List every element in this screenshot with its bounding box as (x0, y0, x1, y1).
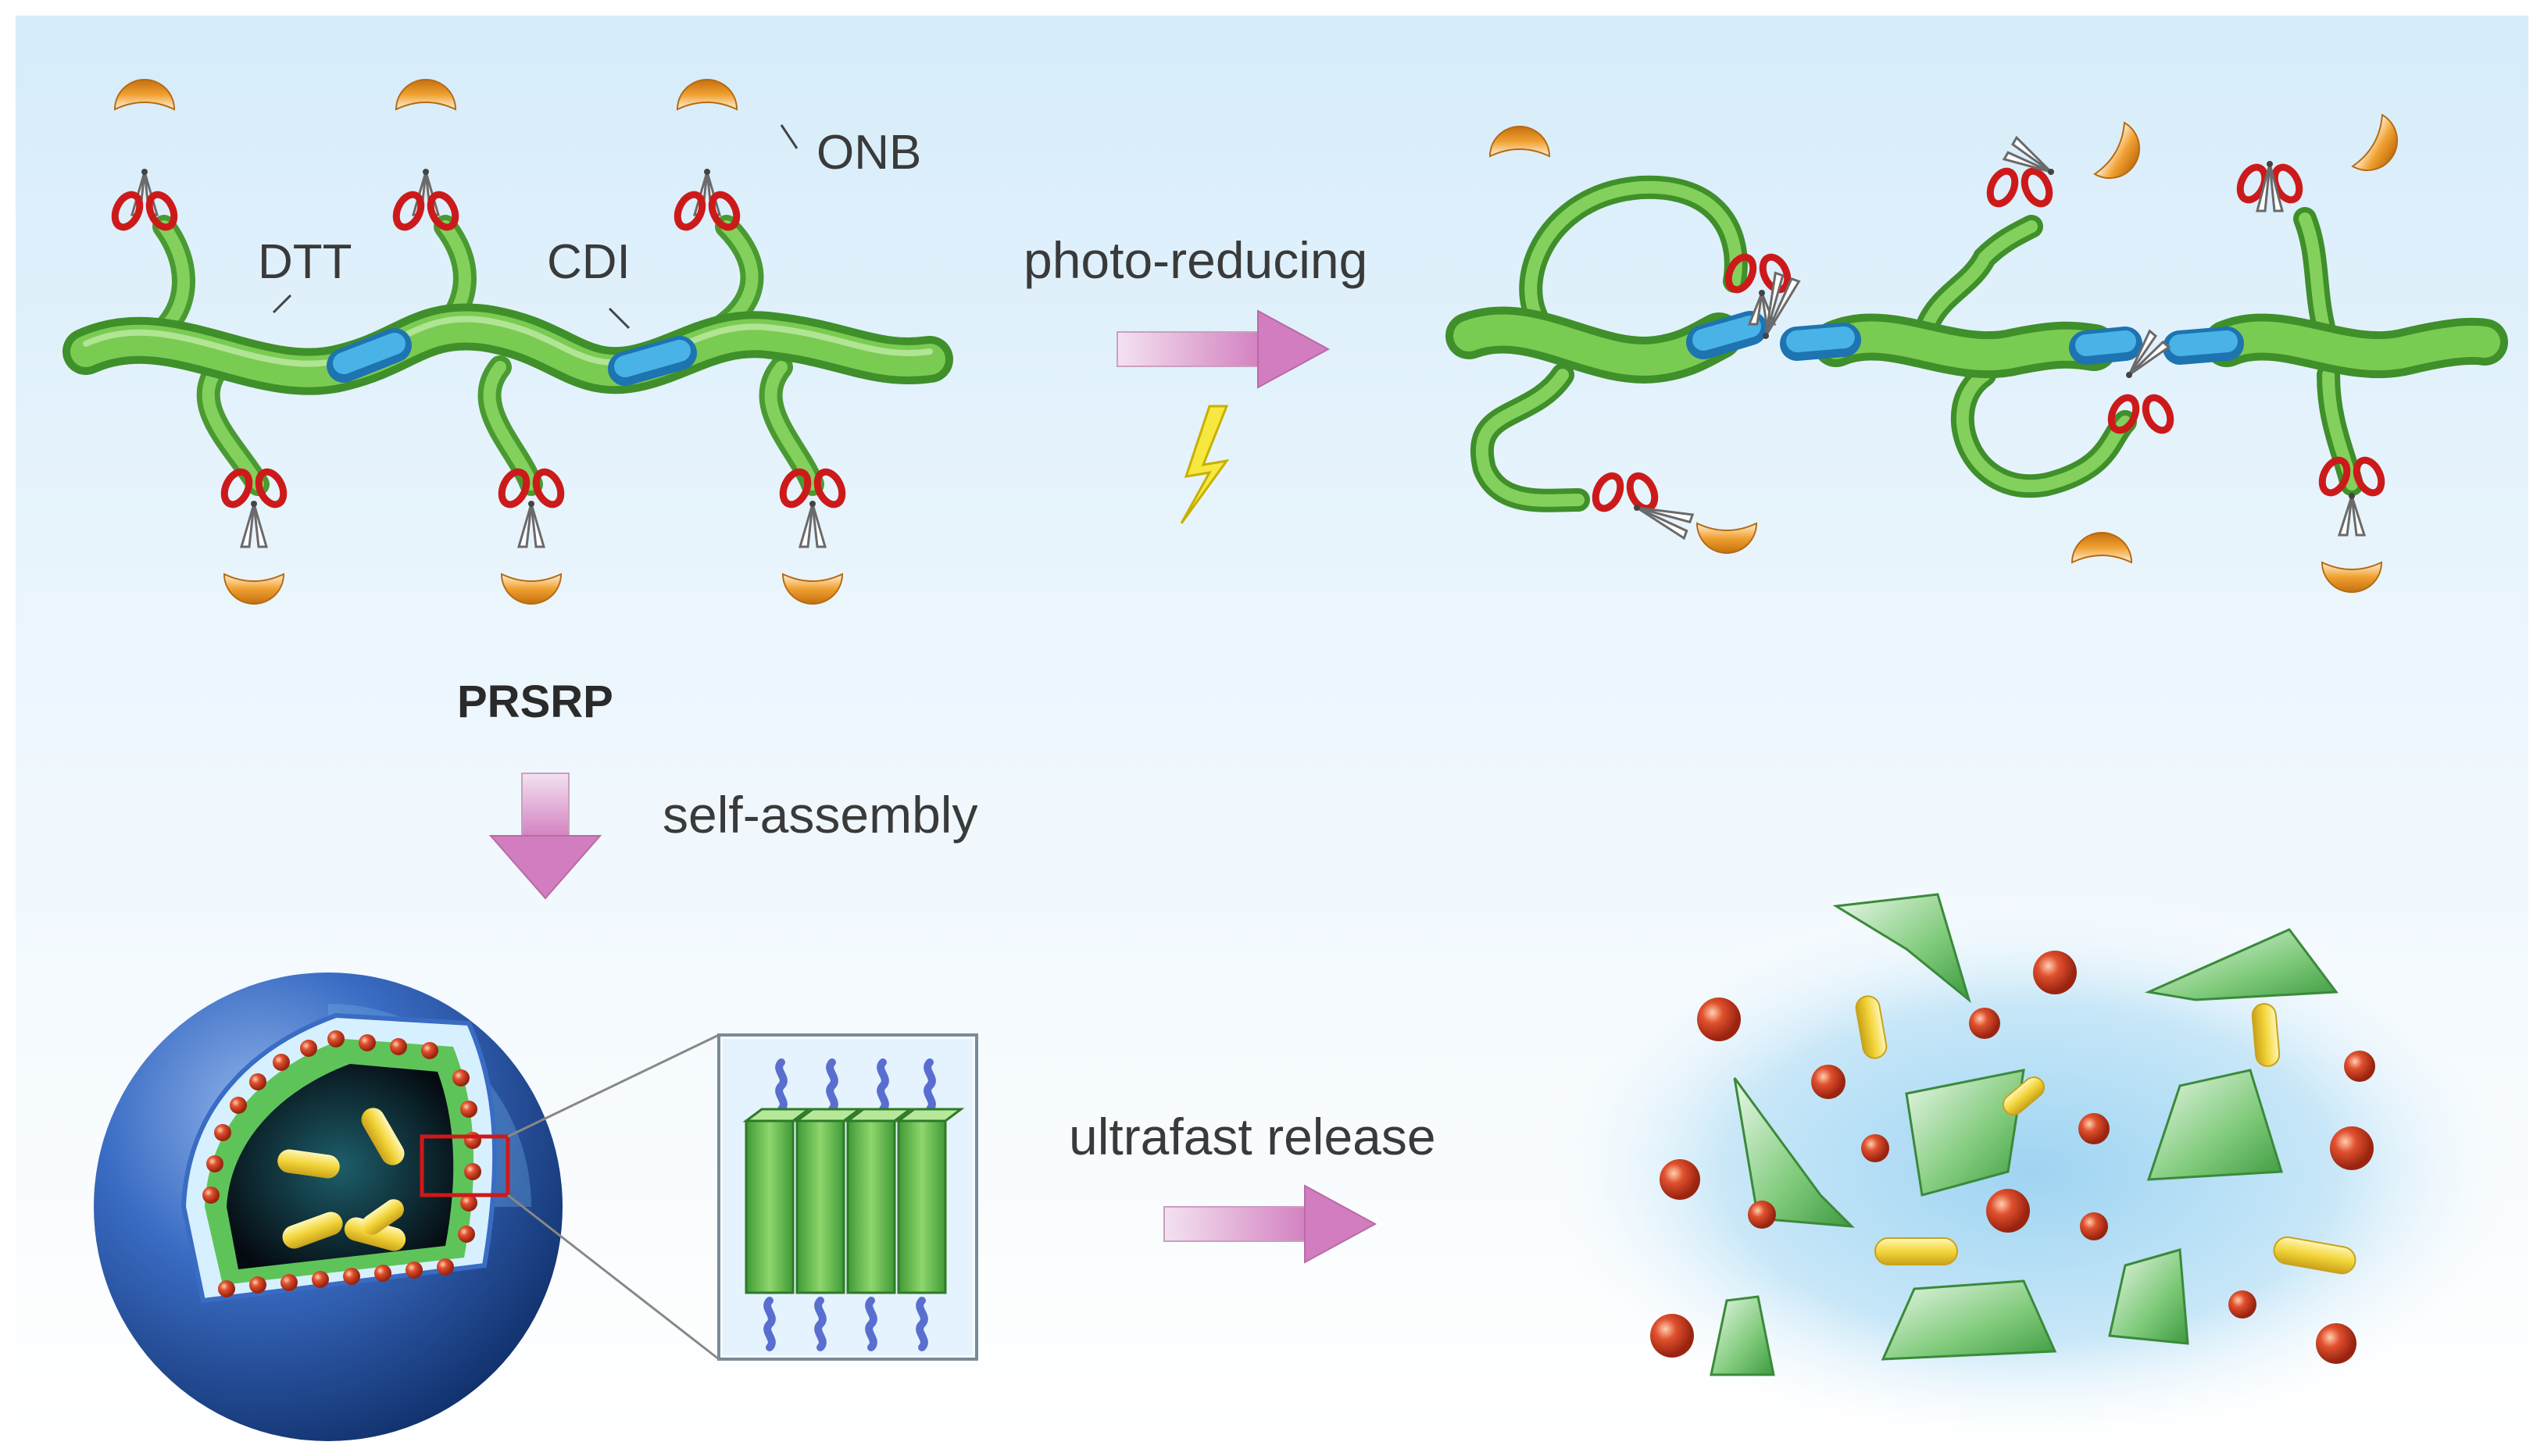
dtt-ring-pair (392, 191, 459, 231)
dtt-ring-pair (2318, 456, 2385, 497)
onb-cap-free (2071, 532, 2133, 564)
arrow-ultrafast-release (1163, 1184, 1377, 1264)
membrane-zoom-box (717, 1033, 978, 1361)
dtt-pointer (272, 294, 292, 314)
scissors-icon (1634, 505, 1695, 541)
onb-cap (395, 79, 457, 111)
degraded-polymer (1445, 175, 2508, 512)
onb-cap-free (2093, 121, 2140, 179)
scissors-icon (2126, 329, 2171, 378)
cdi-pointer (608, 307, 631, 330)
scissors-icon (517, 501, 545, 548)
onb-cap (2321, 561, 2383, 593)
onb-cap (676, 79, 738, 111)
onb-cap (223, 573, 285, 605)
onb-cap (500, 573, 563, 605)
label-prsrp: PRSRP (457, 676, 613, 727)
zoom-line-top (507, 1033, 720, 1138)
label-photo-reducing: photo-reducing (1024, 231, 1368, 289)
label-cdi: CDI (547, 235, 631, 289)
onb-pointer (780, 124, 799, 149)
label-dtt: DTT (258, 235, 352, 289)
dtt-ring-pair (1986, 167, 2053, 208)
scissors-icon (240, 501, 268, 548)
scissors-icon (1763, 271, 1801, 339)
vesicle (94, 972, 563, 1441)
onb-cap (781, 573, 844, 605)
release-cloud (1524, 890, 2539, 1453)
scissors-icon (2256, 161, 2284, 212)
arrow-photo-reducing (1117, 309, 1331, 389)
onb-cap-free (1488, 126, 1551, 158)
onb-cap-free (2351, 113, 2398, 171)
dtt-ring-pair (1724, 253, 1792, 294)
dtt-ring-pair (674, 191, 741, 231)
dtt-ring-pair (2107, 394, 2174, 434)
dtt-ring-pair (220, 468, 288, 509)
dtt-ring-pair (498, 468, 565, 509)
onb-cap (113, 79, 176, 111)
prsrp-polymer (63, 215, 953, 496)
scissors-icon (799, 501, 827, 548)
onb-cap-free (1695, 522, 1758, 554)
zoom-line-bottom (507, 1194, 720, 1361)
glyph-layer (111, 79, 2398, 605)
dtt-ring-pair (779, 468, 846, 509)
scissors-icon (2002, 135, 2054, 175)
scissors-icon (2337, 493, 2367, 537)
arrow-self-assembly (488, 773, 602, 900)
label-ultrafast-release: ultrafast release (1069, 1108, 1436, 1165)
dtt-ring-pair (1592, 472, 1659, 512)
label-onb: ONB (816, 126, 922, 180)
lightning-icon (1180, 405, 1230, 524)
label-self-assembly: self-assembly (663, 786, 978, 844)
